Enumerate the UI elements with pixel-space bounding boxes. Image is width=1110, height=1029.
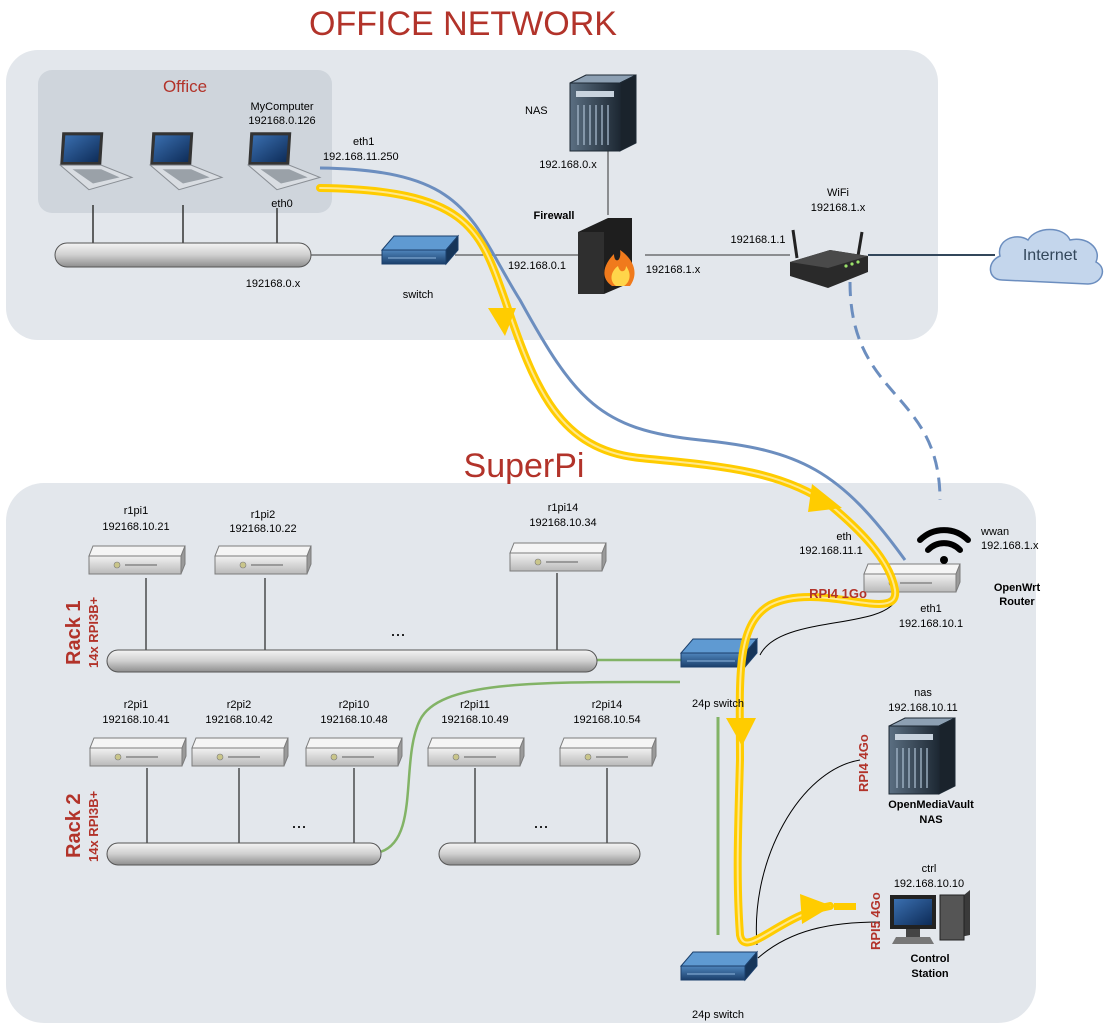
wifi-dashed-link	[848, 281, 942, 501]
omv-nas-tower	[888, 717, 956, 795]
r2pi10-ip: 192168.10.48	[320, 714, 387, 726]
internet-cloud-icon	[989, 228, 1104, 285]
rack2-drop-lines	[146, 768, 608, 843]
superpi-title: SuperPi	[464, 447, 585, 485]
router-eth1-label: eth1	[920, 603, 941, 615]
r1pi1-name: r1pi1	[124, 505, 148, 517]
r1pi1-ip: 192168.10.21	[102, 521, 169, 533]
r1pi2-server-icon	[213, 544, 313, 576]
ctrl-title-line1: Control	[910, 953, 949, 965]
r2pi14-server-icon	[558, 736, 658, 768]
nas-ip: 192.168.0.x	[539, 159, 597, 171]
mycomputer-name: MyComputer	[251, 101, 314, 113]
eth0-label: eth0	[271, 198, 292, 210]
wifi-router-icon	[790, 229, 868, 288]
rack2-bus-right	[438, 842, 641, 866]
office-network-title: OFFICE NETWORK	[309, 5, 617, 43]
r2pi1-name: r2pi1	[124, 699, 148, 711]
rack1-ellipsis: ...	[390, 620, 405, 640]
r2pi11-ip: 192168.10.49	[441, 714, 508, 726]
ctrl-title-line2: Station	[911, 968, 949, 980]
r2pi1-server-icon	[88, 736, 188, 768]
rack2-label: Rack 2	[63, 794, 85, 859]
internet-label: Internet	[1023, 247, 1078, 264]
office-switch-label: switch	[403, 289, 434, 301]
eth1-blue-link	[319, 166, 907, 561]
bottom-switch-label: 24p switch	[692, 1009, 744, 1021]
firewall-label: Firewall	[534, 210, 575, 222]
router-eth-ip: 192.168.11.1	[799, 545, 862, 557]
bottom-24p-switch	[680, 951, 758, 981]
wifi-ip: 192168.1.x	[811, 202, 866, 214]
switch-ctrl-link	[757, 921, 881, 959]
router-wwan-ip: 192.168.1.x	[981, 540, 1039, 552]
nas-name: nas	[914, 687, 932, 699]
rack2-bus-left	[106, 842, 382, 866]
nas-hw-label: RPI4 4Go	[856, 734, 871, 792]
r1pi2-name: r1pi2	[251, 509, 275, 521]
router-name-line1: OpenWrt	[994, 582, 1041, 594]
r1pi14-name: r1pi14	[548, 502, 579, 514]
mycomputer-ip: 192168.0.126	[248, 115, 315, 127]
r2pi10-server-icon	[304, 736, 404, 768]
r2pi14-name: r2pi14	[592, 699, 623, 711]
r2pi1-ip: 192168.10.41	[102, 714, 169, 726]
office-drop-lines	[92, 205, 278, 245]
flow-arrowheads	[488, 308, 856, 924]
firewall-out-ip: 192168.1.x	[646, 264, 701, 276]
router-name-line2: Router	[999, 596, 1035, 608]
openwrt-router-icon	[862, 562, 962, 594]
r2pi10-name: r2pi10	[339, 699, 370, 711]
office-bus-ip: 192168.0.x	[246, 278, 301, 290]
nas-title-line1: OpenMediaVault	[888, 799, 974, 811]
router-hw-label: RPI4 1Go	[809, 586, 867, 601]
rack1-sub: 14x RPI3B+	[86, 596, 101, 668]
rack1-drop-lines	[145, 573, 558, 650]
ctrl-hw-label: RPI5 4Go	[868, 892, 883, 950]
router-eth-label: eth	[836, 531, 851, 543]
r2pi11-name: r2pi11	[460, 699, 490, 711]
control-station-icon	[890, 890, 970, 944]
firewall-icon	[578, 218, 635, 294]
rack2-ellipsis-left: ...	[291, 812, 306, 832]
rack2-switch-green-link	[379, 680, 681, 854]
rack2-sub: 14x RPI3B+	[86, 790, 101, 862]
wifi-signal-icon	[917, 527, 971, 564]
office-group-label: Office	[163, 77, 207, 96]
eth1-label: eth1	[353, 136, 374, 148]
r1pi2-ip: 192168.10.22	[229, 523, 296, 535]
office-bus	[54, 242, 312, 268]
r1pi14-ip: 192168.10.34	[529, 517, 596, 529]
ctrl-name: ctrl	[922, 863, 937, 875]
eth1-ip: 192.168.11.250	[323, 151, 399, 163]
switch-nas-link	[755, 759, 861, 946]
office-switch	[381, 235, 459, 265]
r2pi14-ip: 192168.10.54	[573, 714, 640, 726]
r2pi11-server-icon	[426, 736, 526, 768]
r2pi2-name: r2pi2	[227, 699, 251, 711]
rack1-bus	[106, 649, 598, 673]
rack1-label: Rack 1	[63, 601, 85, 666]
top-switch-label: 24p switch	[692, 698, 744, 710]
router-in-ip: 192168.1.1	[730, 234, 785, 246]
nas-title-line2: NAS	[919, 814, 942, 826]
ctrl-ip: 192.168.10.10	[894, 878, 964, 890]
r2pi2-server-icon	[190, 736, 290, 768]
rack2-ellipsis-right: ...	[533, 812, 548, 832]
router-eth1-ip: 192.168.10.1	[899, 618, 963, 630]
r2pi2-ip: 192168.10.42	[205, 714, 272, 726]
wifi-label: WiFi	[827, 187, 849, 199]
yellow-flow-highlight	[319, 187, 897, 944]
nas-ip-superpi: 192.168.10.11	[888, 702, 958, 714]
router-switch-link	[759, 599, 897, 656]
nas-tower	[569, 74, 637, 152]
r1pi14-server-icon	[508, 541, 608, 573]
nas-label: NAS	[525, 105, 548, 117]
router-wwan-label: wwan	[980, 526, 1009, 538]
r1pi1-server-icon	[87, 544, 187, 576]
firewall-in-ip: 192.168.0.1	[508, 260, 566, 272]
